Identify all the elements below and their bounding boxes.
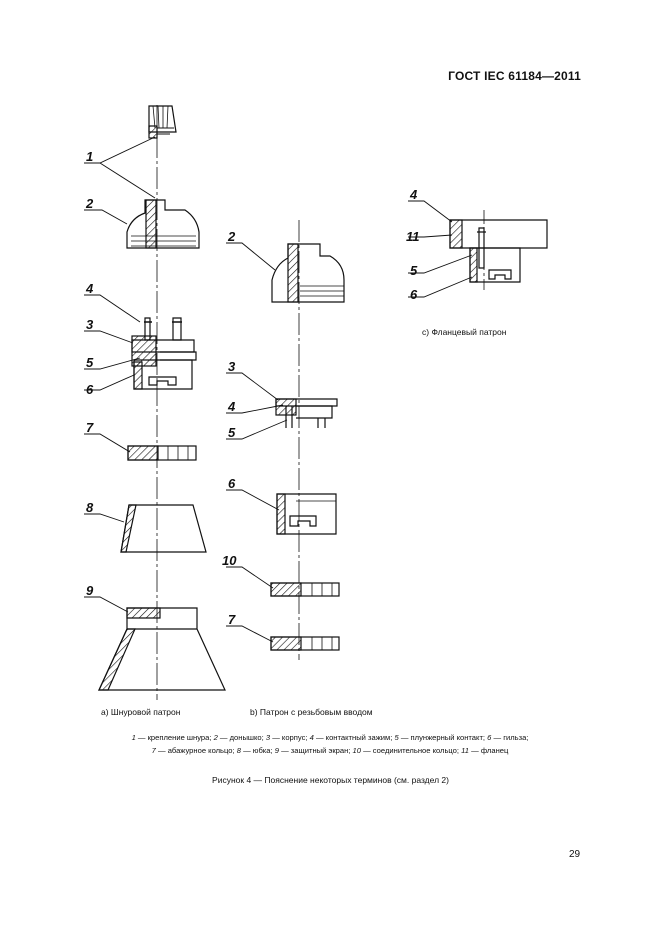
label-2b: 2	[227, 229, 236, 244]
cord-grip-part	[148, 105, 177, 139]
body-assembly	[131, 317, 197, 390]
caption-b: b) Патрон с резьбовым вводом	[250, 707, 373, 717]
legend-item: 10 — соединительное кольцо;	[352, 746, 462, 755]
legend-item: 6 — гильза;	[487, 733, 529, 742]
base-part-b	[271, 243, 345, 303]
label-6a: 6	[86, 382, 94, 397]
page-number: 29	[569, 849, 581, 860]
legend-item: 1 — крепление шнура;	[131, 733, 214, 742]
label-2a: 2	[85, 196, 94, 211]
label-8: 8	[86, 500, 94, 515]
label-9: 9	[86, 583, 94, 598]
standard-header: ГОСТ IEC 61184—2011	[448, 69, 581, 83]
legend-item: 2 — донышко;	[213, 733, 266, 742]
body-assembly-b	[275, 398, 338, 428]
label-7a: 7	[86, 420, 94, 435]
label-5b: 5	[228, 425, 236, 440]
legend-item: 4 — контактный зажим;	[309, 733, 395, 742]
legend-item: 8 — юбка;	[236, 746, 275, 755]
shield-part	[98, 607, 226, 691]
label-6b: 6	[228, 476, 236, 491]
label-3a: 3	[86, 317, 94, 332]
caption-c: с) Фланцевый патрон	[422, 327, 507, 337]
legend-item: 11 — фланец	[461, 746, 509, 755]
label-11: 11	[406, 229, 420, 244]
label-1: 1	[86, 149, 93, 164]
label-4c: 4	[409, 187, 418, 202]
leader-lines	[84, 136, 473, 643]
legend-item: 5 — плунжерный контакт;	[394, 733, 488, 742]
sleeve-part-b	[276, 493, 337, 535]
label-5c: 5	[410, 263, 418, 278]
shade-ring-part-a	[127, 445, 197, 461]
legend-item: 3 — корпус;	[265, 733, 310, 742]
connector-ring-part	[270, 582, 340, 597]
label-7b: 7	[228, 612, 236, 627]
figure-title: Рисунок 4 — Пояснение некоторых терминов…	[212, 775, 449, 785]
base-part	[126, 199, 200, 249]
legend-item: 9 — защитный экран;	[274, 746, 353, 755]
label-4b: 4	[227, 399, 236, 414]
flange-assembly	[449, 210, 548, 290]
figure-legend: 1 — крепление шнура; 2 — донышко; 3 — ко…	[80, 731, 580, 757]
label-5a: 5	[86, 355, 94, 370]
caption-a: а) Шнуровой патрон	[101, 707, 181, 717]
legend-item: 7 — абажурное кольцо;	[151, 746, 237, 755]
label-10: 10	[222, 553, 237, 568]
label-6c: 6	[410, 287, 418, 302]
skirt-part	[120, 504, 207, 553]
label-4a: 4	[85, 281, 94, 296]
label-3b: 3	[228, 359, 236, 374]
shade-ring-part-b	[270, 636, 340, 651]
